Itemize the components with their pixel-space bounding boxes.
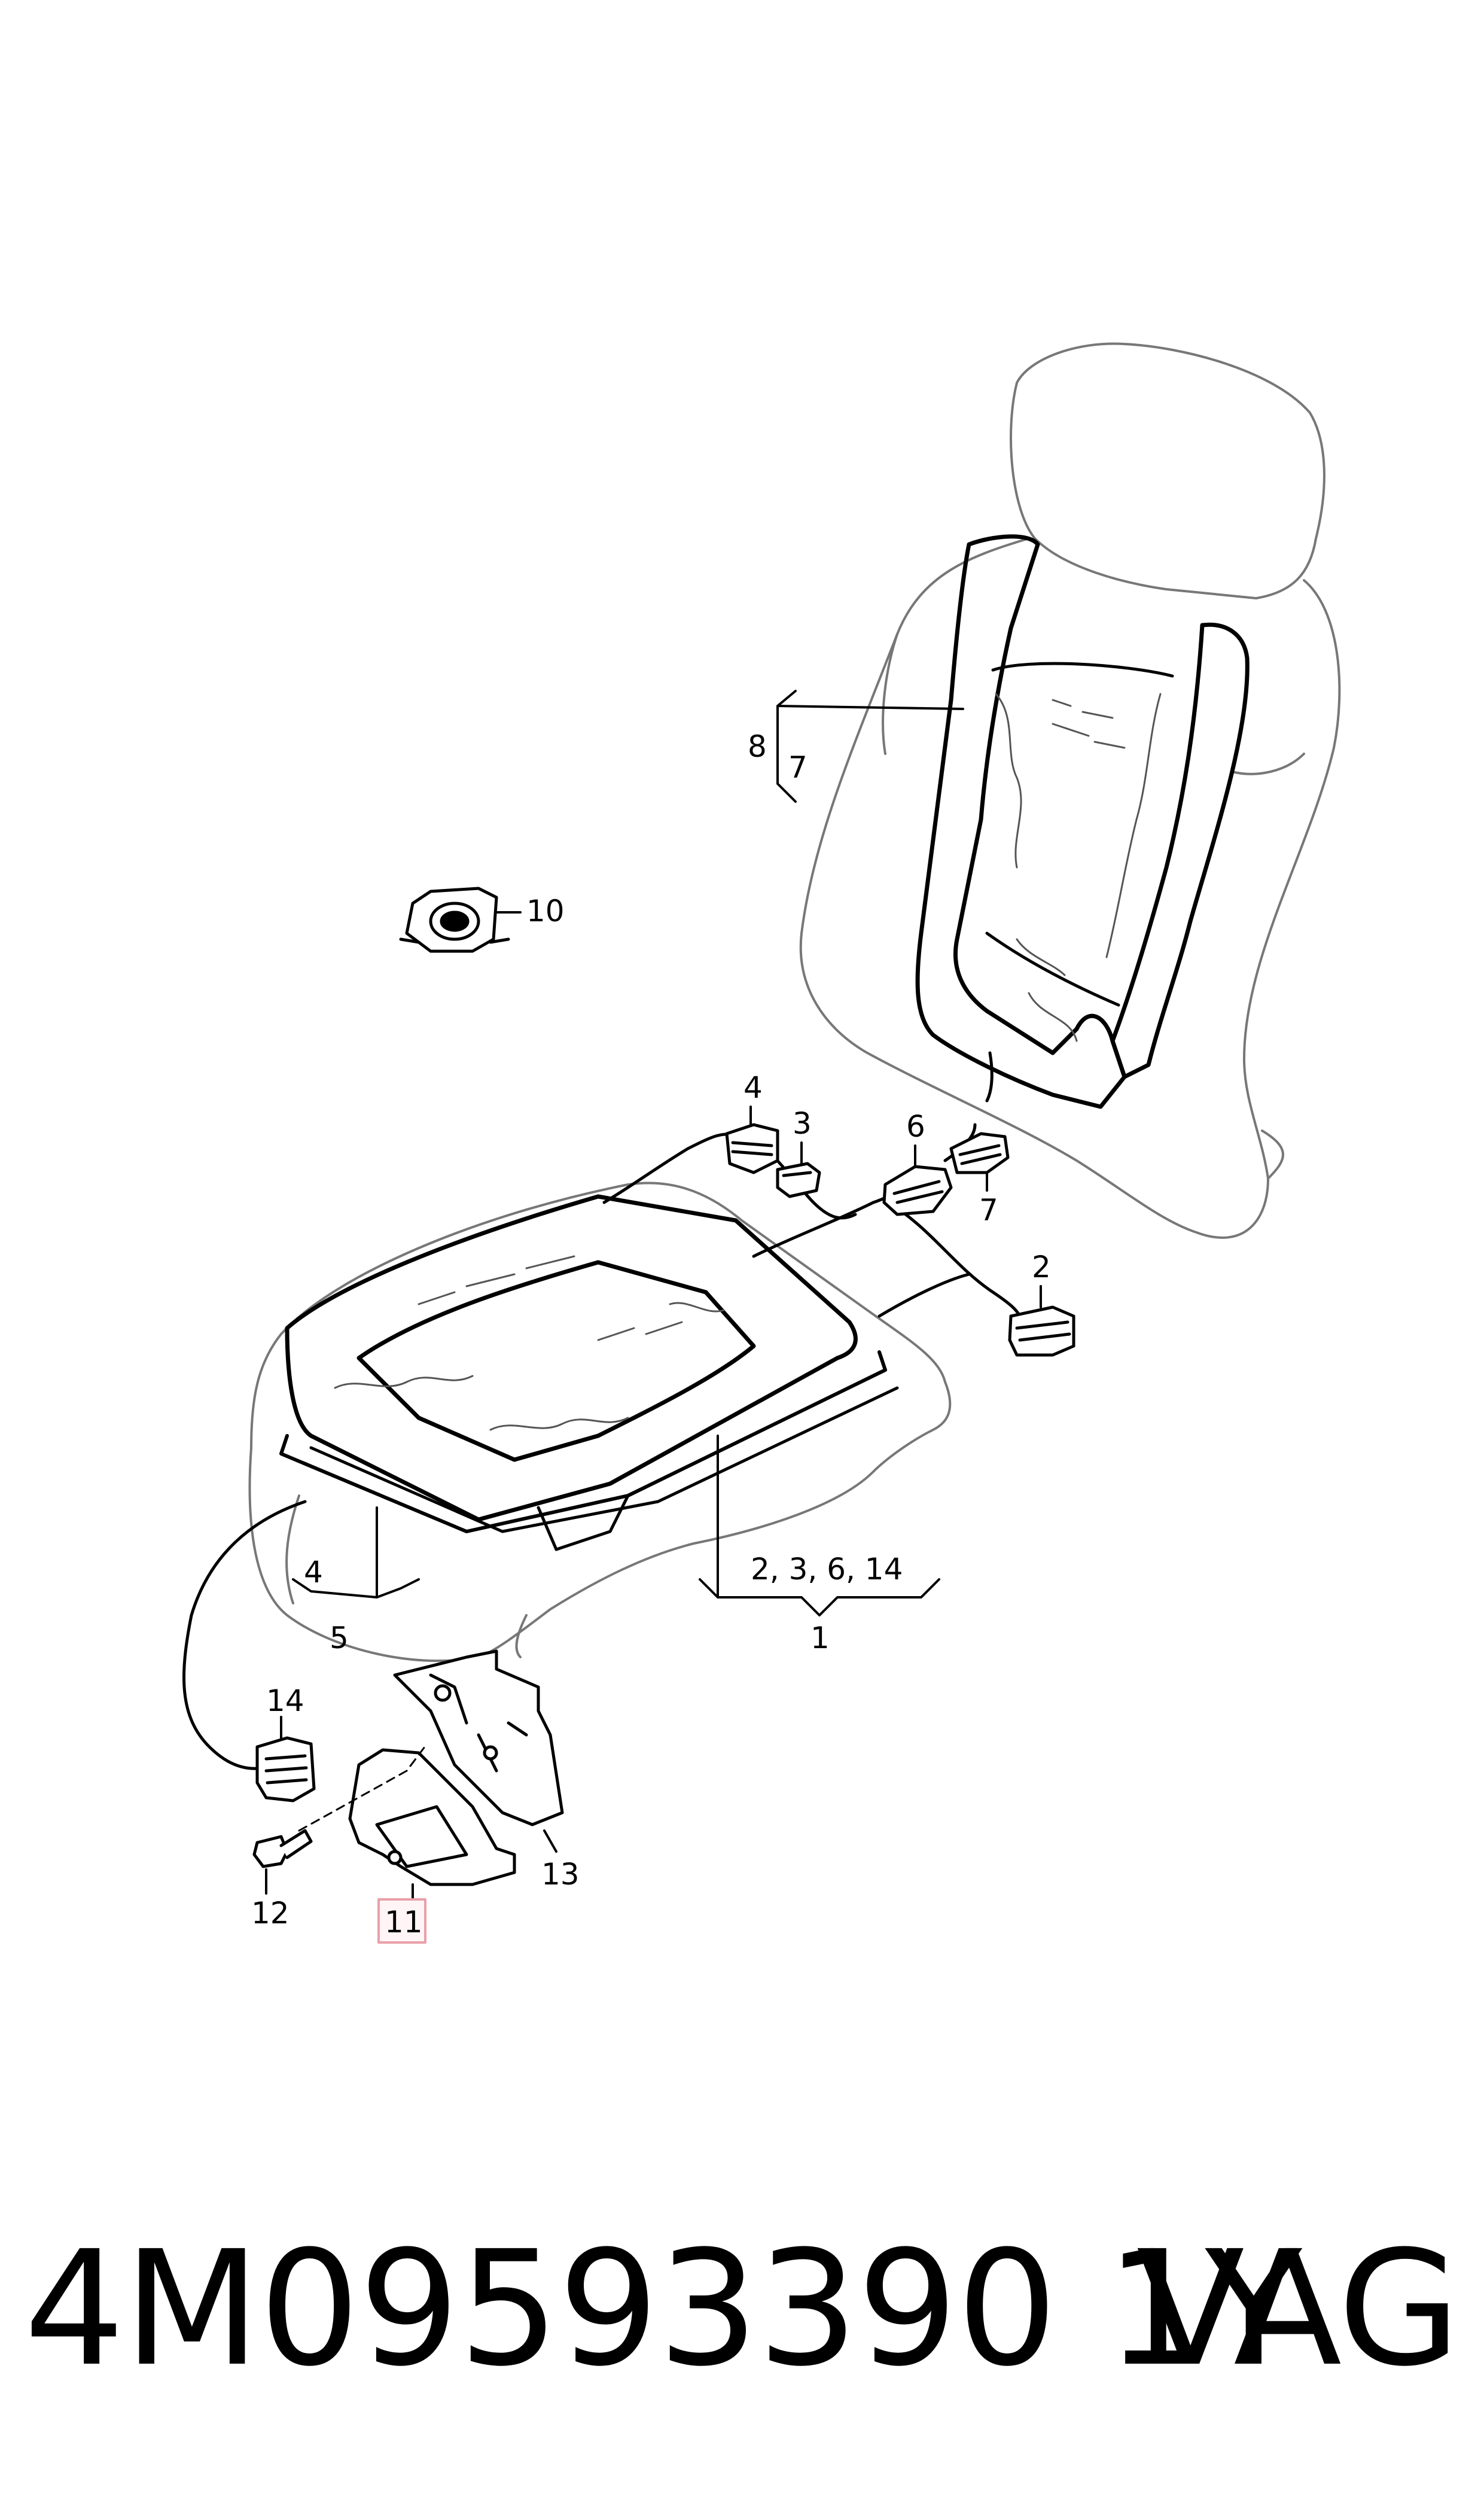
- connector-6-icon: [882, 1165, 953, 1216]
- bracket-13-icon: [393, 1649, 564, 1826]
- callout-2-3-6-14: 2, 3, 6, 14: [751, 1552, 903, 1587]
- backrest-heater-mat: [915, 534, 1250, 1109]
- sensor-10-icon: [399, 887, 510, 953]
- part-number-footer: 4M09593390 1Y VAG: [24, 2213, 1461, 2405]
- screw-12-icon: [252, 1829, 313, 1868]
- callout-4-top: 4: [743, 1070, 763, 1105]
- seat-exploded-diagram: 8 7 10 4 3 6 7 2 4 5 2, 3, 6, 14 1 14 13…: [182, 342, 1341, 1944]
- connector-14-icon: [255, 1736, 316, 1803]
- callout-10: 10: [526, 894, 565, 928]
- backrest-outline: [799, 342, 1341, 1239]
- backrest-heater-wires: [995, 693, 1162, 1042]
- callout-3: 3: [793, 1106, 812, 1141]
- callout-6: 6: [906, 1109, 925, 1144]
- callout-4-bottom: 4: [304, 1555, 323, 1590]
- callout-7-upper: 7: [788, 750, 807, 785]
- connector-4-icon: [725, 1123, 779, 1174]
- callout-11: 11: [385, 1905, 423, 1940]
- callout-7-lower: 7: [979, 1193, 998, 1228]
- callout-8: 8: [748, 729, 767, 764]
- cable-to-connector-14: [182, 1500, 307, 1770]
- control-module-11-icon: [348, 1748, 516, 1886]
- callout-labels: 8 7 10 4 3 6 7 2 4 5 2, 3, 6, 14 1 14 13…: [251, 729, 1051, 1940]
- callout-5: 5: [330, 1621, 349, 1655]
- callout-1: 1: [810, 1621, 830, 1655]
- callout-13: 13: [541, 1857, 580, 1892]
- cushion-outline: [248, 1182, 952, 1663]
- cushion-heater-mat: [279, 1194, 899, 1551]
- callout-12: 12: [251, 1896, 290, 1931]
- cushion-heater-wires: [334, 1255, 725, 1431]
- part-number: 4M09593390 1Y: [24, 2217, 1302, 2401]
- callout-14: 14: [266, 1683, 304, 1718]
- leader-lines: [265, 690, 1042, 1901]
- connector-7-icon: [949, 1132, 1010, 1174]
- brand-name: VAG: [1136, 2217, 1461, 2401]
- callout-2: 2: [1032, 1250, 1051, 1284]
- fastener-dashline: [298, 1746, 426, 1832]
- connector-3-icon: [776, 1162, 821, 1198]
- connector-2-icon: [1008, 1305, 1075, 1357]
- highlight-box-11: [377, 1898, 426, 1944]
